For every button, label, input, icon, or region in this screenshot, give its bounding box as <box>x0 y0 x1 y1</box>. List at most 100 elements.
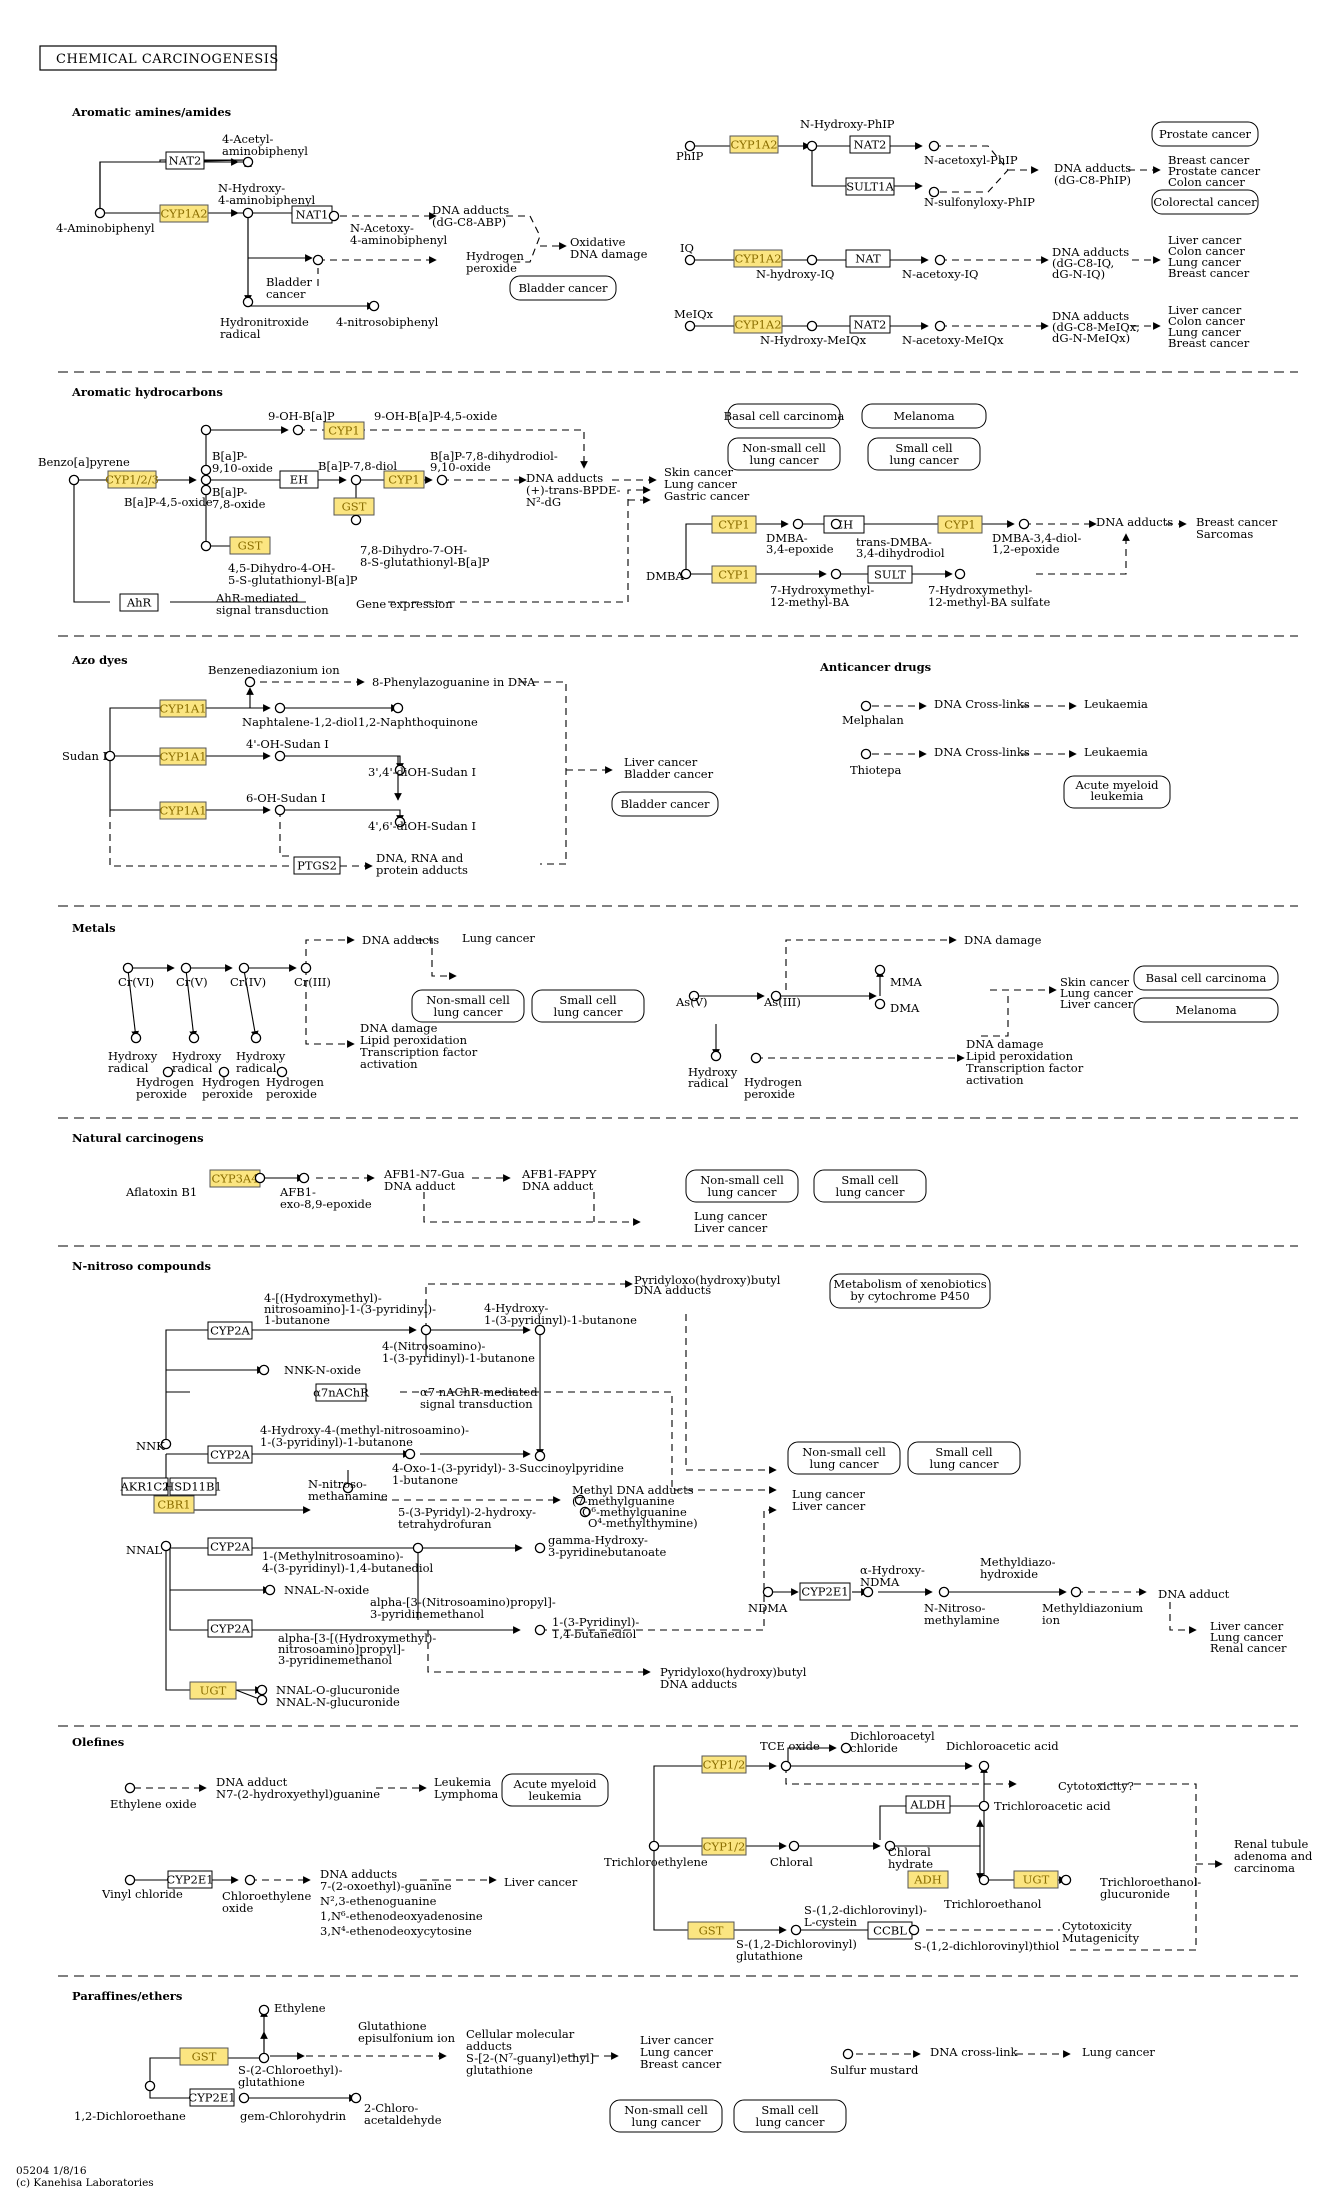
pathway-map-link[interactable] <box>1063 775 1171 809</box>
compound-node[interactable] <box>840 1742 852 1754</box>
compound-node[interactable] <box>264 1584 276 1596</box>
compound-node[interactable] <box>274 702 286 714</box>
pathway-map-link[interactable] <box>685 1169 799 1203</box>
gene-box[interactable] <box>169 1477 217 1496</box>
compound-node[interactable] <box>412 1542 424 1554</box>
compound-node[interactable] <box>368 300 380 312</box>
compound-node[interactable] <box>762 1586 774 1598</box>
compound-node[interactable] <box>258 1364 270 1376</box>
compound-node[interactable] <box>274 750 286 762</box>
compound-node[interactable] <box>256 1684 268 1696</box>
compound-node[interactable] <box>684 320 696 332</box>
compound-node[interactable] <box>180 962 192 974</box>
pathway-map-link[interactable] <box>531 989 645 1023</box>
gene-box[interactable] <box>905 1795 951 1814</box>
compound-node[interactable] <box>780 1760 792 1772</box>
pathway-map-link[interactable] <box>727 403 841 429</box>
compound-node[interactable] <box>790 1924 802 1936</box>
compound-node[interactable] <box>200 484 212 496</box>
compound-node[interactable] <box>250 1032 262 1044</box>
compound-node[interactable] <box>200 464 212 476</box>
gene-box[interactable] <box>711 515 757 534</box>
compound-node[interactable] <box>404 1448 416 1460</box>
compound-node[interactable] <box>300 962 312 974</box>
gene-box[interactable] <box>229 536 271 555</box>
compound-node[interactable] <box>934 320 946 332</box>
compound-node[interactable] <box>162 1066 174 1078</box>
compound-node[interactable] <box>830 568 842 580</box>
compound-node[interactable] <box>874 998 886 1010</box>
pathway-map-link[interactable] <box>813 1169 927 1203</box>
compound-node[interactable] <box>244 676 256 688</box>
compound-node[interactable] <box>350 2092 362 2104</box>
compound-node[interactable] <box>420 1324 432 1336</box>
compound-node[interactable] <box>928 140 940 152</box>
compound-node[interactable] <box>242 156 254 168</box>
compound-node[interactable] <box>122 962 134 974</box>
compound-node[interactable] <box>710 1050 722 1062</box>
gene-box[interactable] <box>189 1681 237 1700</box>
compound-node[interactable] <box>218 1066 230 1078</box>
compound-node[interactable] <box>350 514 362 526</box>
gene-box[interactable] <box>121 1477 169 1496</box>
pathway-map-link[interactable] <box>1133 965 1279 991</box>
gene-box[interactable] <box>159 747 207 766</box>
compound-node[interactable] <box>144 2080 156 2092</box>
compound-node[interactable] <box>928 186 940 198</box>
compound-node[interactable] <box>350 474 362 486</box>
compound-node[interactable] <box>200 424 212 436</box>
compound-node[interactable] <box>534 1450 546 1462</box>
compound-node[interactable] <box>860 748 872 760</box>
gene-box[interactable] <box>799 1582 851 1601</box>
pathway-map-link[interactable] <box>829 1273 991 1309</box>
pathway-map-link[interactable] <box>1151 121 1259 147</box>
gene-box[interactable] <box>153 1495 195 1514</box>
compound-node[interactable] <box>242 207 254 219</box>
compound-node[interactable] <box>806 254 818 266</box>
compound-node[interactable] <box>188 1032 200 1044</box>
compound-node[interactable] <box>680 568 692 580</box>
pathway-map-link[interactable] <box>787 1441 901 1475</box>
pathway-map-link[interactable] <box>509 275 617 301</box>
compound-node[interactable] <box>244 1874 256 1886</box>
gene-box[interactable] <box>701 1755 747 1774</box>
gene-box[interactable] <box>207 1445 253 1464</box>
gene-box[interactable] <box>907 1870 949 1889</box>
compound-node[interactable] <box>1060 1874 1072 1886</box>
compound-node[interactable] <box>200 540 212 552</box>
compound-node[interactable] <box>258 2052 270 2064</box>
compound-node[interactable] <box>862 1586 874 1598</box>
gene-box[interactable] <box>107 470 157 489</box>
pathway-map-link[interactable] <box>861 403 987 429</box>
compound-node[interactable] <box>806 140 818 152</box>
compound-node[interactable] <box>436 474 448 486</box>
compound-node[interactable] <box>94 207 106 219</box>
gene-box[interactable] <box>159 204 209 223</box>
gene-box[interactable] <box>165 151 205 170</box>
pathway-map-link[interactable] <box>611 791 719 817</box>
compound-node[interactable] <box>312 254 324 266</box>
compound-node[interactable] <box>770 990 782 1002</box>
compound-node[interactable] <box>884 1840 896 1852</box>
pathway-map-link[interactable] <box>727 437 841 471</box>
compound-node[interactable] <box>68 474 80 486</box>
compound-node[interactable] <box>342 1482 354 1494</box>
gene-box[interactable] <box>937 515 983 534</box>
compound-node[interactable] <box>978 1800 990 1812</box>
gene-box[interactable] <box>333 497 375 516</box>
compound-node[interactable] <box>160 1438 172 1450</box>
compound-node[interactable] <box>534 1542 546 1554</box>
gene-box[interactable] <box>845 177 895 196</box>
compound-node[interactable] <box>392 702 404 714</box>
compound-node[interactable] <box>908 1924 920 1936</box>
compound-node[interactable] <box>750 1052 762 1064</box>
gene-box[interactable] <box>293 856 341 875</box>
compound-node[interactable] <box>860 700 872 712</box>
gene-box[interactable] <box>323 421 365 440</box>
gene-box[interactable] <box>729 135 779 154</box>
pathway-map-link[interactable] <box>1151 189 1259 215</box>
gene-box[interactable] <box>701 1837 747 1856</box>
compound-node[interactable] <box>298 1172 310 1184</box>
gene-box[interactable] <box>159 699 207 718</box>
compound-node[interactable] <box>574 1494 586 1506</box>
